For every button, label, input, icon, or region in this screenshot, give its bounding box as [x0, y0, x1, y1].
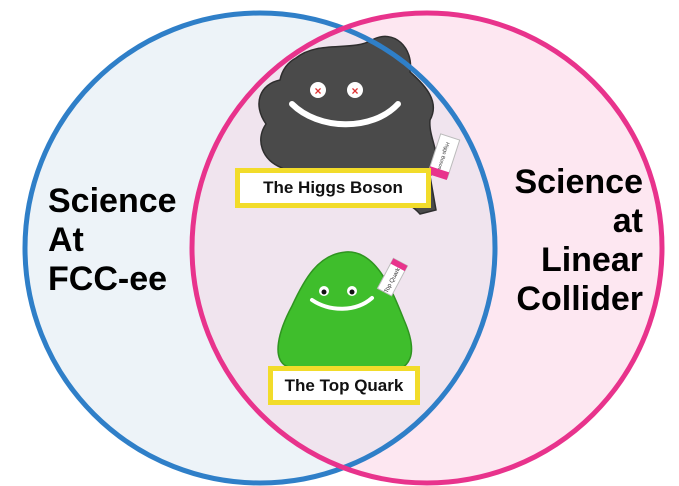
left-set-label: Science At FCC-ee: [48, 182, 177, 299]
right-set-line: Linear: [540, 241, 643, 279]
left-set-line: At: [48, 221, 84, 259]
right-circle-outline: [189, 10, 665, 486]
top-quark-plush: Top Quark: [277, 251, 413, 377]
top-smile: [310, 296, 374, 311]
top-quark-label: The Top Quark: [268, 366, 420, 405]
higgs-plush-tag: Higgs Boson: [427, 133, 461, 181]
higgs-boson-label: The Higgs Boson: [235, 168, 431, 208]
left-circle-outline: [22, 10, 498, 486]
top-pupil-right: [349, 289, 355, 295]
higgs-smile: [289, 101, 401, 128]
higgs-eye-left-x: ×: [314, 84, 321, 98]
left-set-line: FCC-ee: [48, 260, 168, 298]
higgs-eye-left: [310, 82, 326, 98]
top-pupil-left: [321, 289, 327, 295]
right-set-line: Science: [514, 163, 643, 201]
right-set-label: Science at Linear Collider: [514, 163, 643, 319]
higgs-eye-right: [347, 82, 363, 98]
right-set-line: at: [612, 202, 643, 240]
left-set-line: Science: [48, 182, 177, 220]
higgs-eye-right-x: ×: [351, 84, 358, 98]
right-set-line: Collider: [516, 280, 643, 318]
